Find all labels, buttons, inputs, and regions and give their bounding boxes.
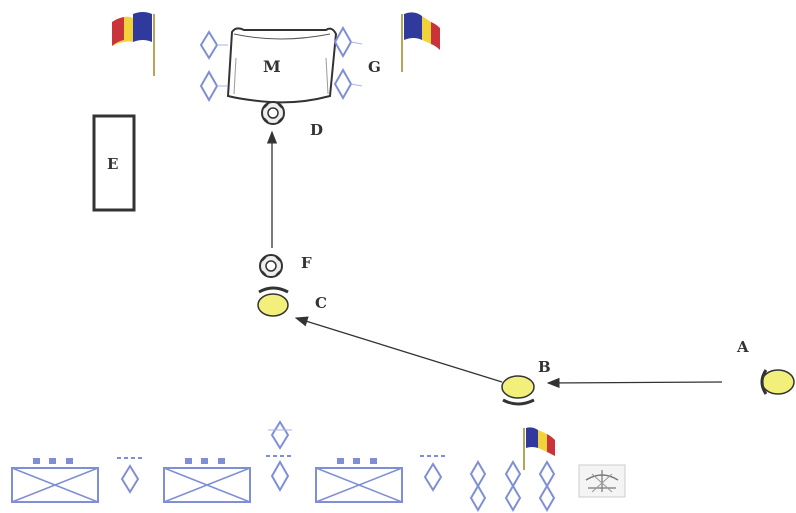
soldier-diamond-icon xyxy=(538,460,556,512)
vehicle-block-icon xyxy=(163,458,251,503)
soldier-diamond-icon xyxy=(333,67,363,101)
soldier-diamond-icon xyxy=(199,69,228,103)
vehicle-block-icon xyxy=(11,458,99,503)
flag-icon xyxy=(401,12,440,72)
monument-icon xyxy=(226,27,338,104)
person-icon xyxy=(760,369,795,395)
label-d: D xyxy=(310,121,323,139)
flag-icon xyxy=(523,427,555,470)
soldier-diamond-icon xyxy=(504,460,522,512)
person-icon xyxy=(501,375,535,406)
path-arrow-a-to-b xyxy=(546,377,723,389)
vehicle-block-icon xyxy=(315,458,403,503)
soldier-diamond-icon xyxy=(420,455,446,492)
label-c: C xyxy=(315,294,327,312)
label-e: E xyxy=(107,155,118,173)
podium-icon xyxy=(92,114,136,212)
soldier-diamond-icon xyxy=(199,30,228,60)
label-a: A xyxy=(736,338,749,356)
label-g: G xyxy=(368,58,381,76)
person-icon xyxy=(257,286,289,317)
flag-icon xyxy=(112,12,155,76)
band-icon xyxy=(578,464,626,498)
wreath-icon xyxy=(261,101,285,125)
label-f: F xyxy=(301,254,312,272)
soldier-diamond-icon xyxy=(469,460,487,512)
soldier-diamond-icon xyxy=(266,420,294,493)
path-arrow-b-to-c xyxy=(294,316,503,383)
label-b: B xyxy=(538,358,551,376)
soldier-diamond-icon xyxy=(333,25,363,59)
wreath-icon xyxy=(259,254,283,278)
label-m: M xyxy=(263,57,281,76)
soldier-diamond-icon xyxy=(117,457,143,494)
